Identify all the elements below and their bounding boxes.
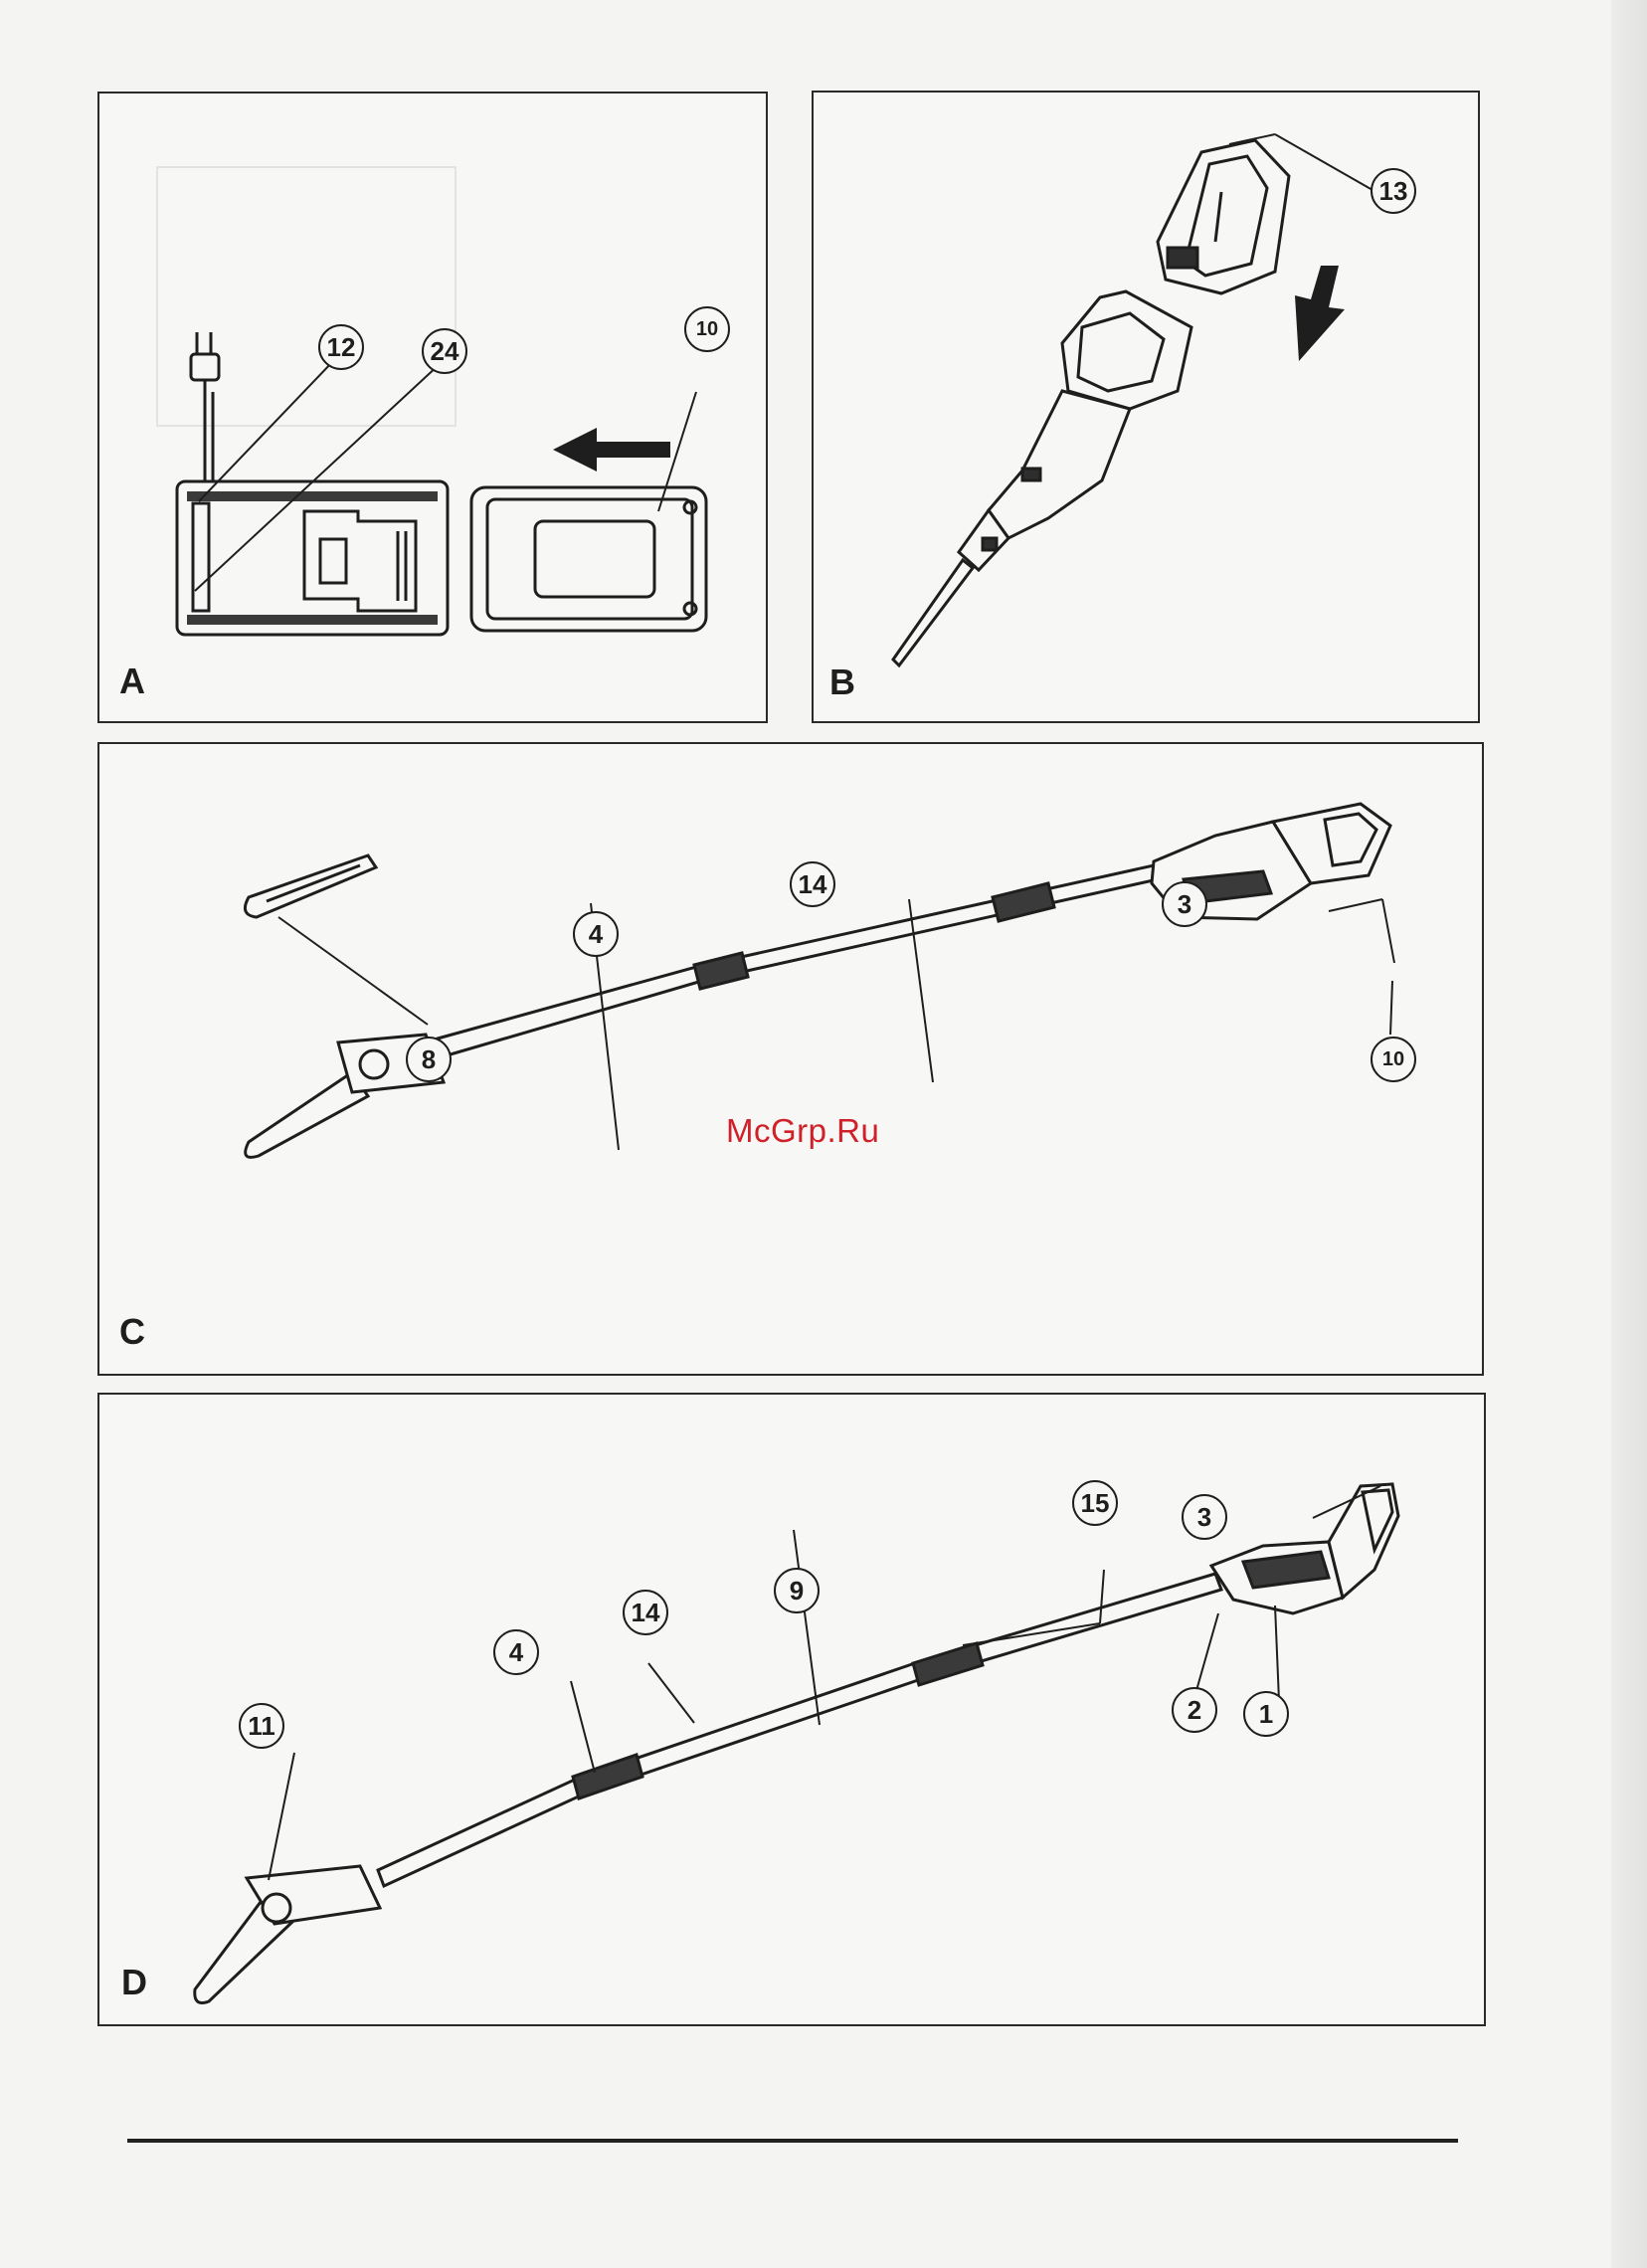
callout-1: 1 (1243, 1691, 1289, 1737)
callout-3: 3 (1162, 881, 1207, 927)
callout-14: 14 (623, 1590, 668, 1635)
plug-icon (191, 332, 219, 483)
callout-10: 10 (684, 306, 730, 352)
figure-panel-c: 14 4 3 8 10 C (97, 742, 1484, 1376)
panel-letter-d: D (121, 1962, 147, 2003)
page-edge (1611, 0, 1647, 2268)
panel-letter-a: A (119, 661, 145, 702)
callout-11: 11 (239, 1703, 284, 1749)
pole-saw-assembled-illustration (99, 744, 1482, 1374)
footer-rule (127, 2139, 1458, 2143)
figure-panel-d: 15 3 14 9 4 11 2 1 D (97, 1393, 1486, 2026)
callout-12: 12 (318, 324, 364, 370)
callout-10: 10 (1371, 1037, 1416, 1082)
arrow-down-icon (1295, 266, 1345, 361)
callout-24: 24 (422, 328, 467, 374)
watermark-text: McGrp.Ru (726, 1112, 879, 1150)
panel-letter-b: B (829, 662, 855, 703)
callout-4: 4 (573, 911, 619, 957)
tool-handle-icon (893, 291, 1191, 665)
callout-13: 13 (1371, 168, 1416, 214)
pole-saw-icon (195, 1484, 1398, 2003)
arrow-left-icon (553, 428, 670, 472)
callout-8: 8 (406, 1037, 452, 1082)
blade-cover-icon (245, 855, 376, 917)
callout-15: 15 (1072, 1480, 1118, 1526)
battery-pack-icon (1158, 140, 1289, 293)
charger-icon (177, 481, 448, 635)
panel-letter-c: C (119, 1311, 145, 1353)
callout-2: 2 (1172, 1687, 1217, 1733)
battery-pack-icon (471, 487, 706, 631)
callout-4: 4 (493, 1629, 539, 1675)
figure-panel-b: 13 B (812, 91, 1480, 723)
callout-3: 3 (1182, 1494, 1227, 1540)
figure-panel-a: 12 24 10 A (97, 92, 768, 723)
charger-battery-illustration (99, 94, 766, 721)
pole-saw-icon (246, 804, 1390, 1157)
callout-9: 9 (774, 1568, 820, 1613)
callout-14: 14 (790, 861, 835, 907)
